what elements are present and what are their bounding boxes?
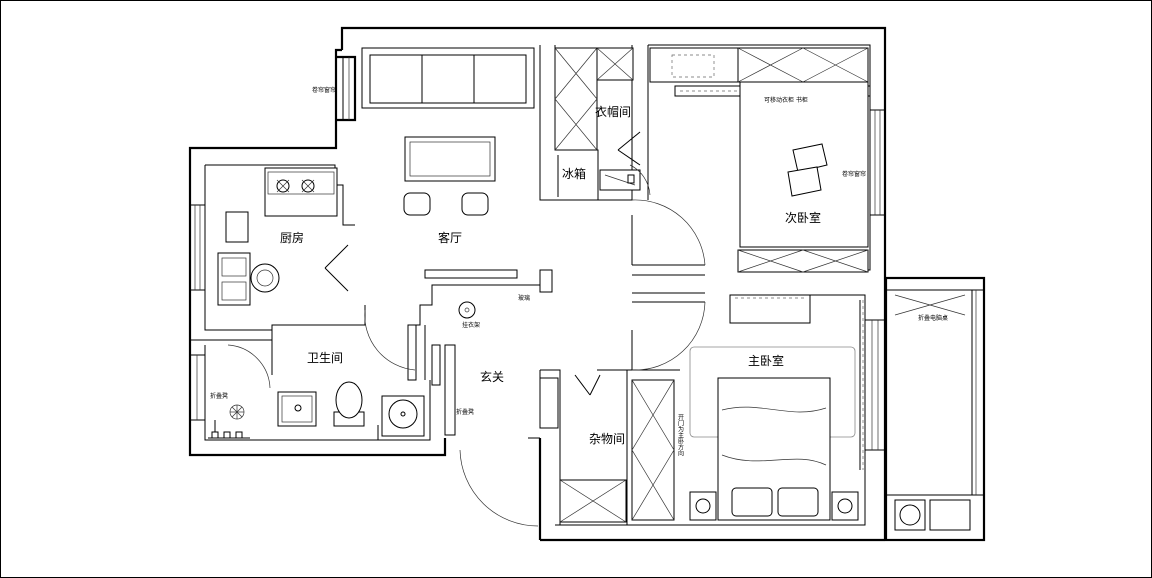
storage-furniture xyxy=(539,374,675,523)
kitchen-fixtures xyxy=(217,167,349,306)
note-folding-stool-bath: 折叠凳 xyxy=(210,392,228,400)
label-living-room: 客厅 xyxy=(438,230,462,245)
annotations: 卷帘窗帘 卷帘窗帘 可移动衣柜 书柜 玻璃 挂衣架 折叠凳 折叠凳 折叠电脑桌 … xyxy=(210,86,948,456)
note-coat-hanger: 挂衣架 xyxy=(462,321,480,329)
sofa xyxy=(361,47,535,109)
windows xyxy=(189,56,886,451)
label-bathroom: 卫生间 xyxy=(307,351,343,365)
master-bedroom-furniture xyxy=(689,294,864,521)
note-folding-stool-entry: 折叠凳 xyxy=(456,408,474,416)
label-cloakroom: 衣帽间 xyxy=(595,104,631,119)
label-storage: 杂物间 xyxy=(589,432,625,446)
balcony-fixtures xyxy=(894,294,971,531)
entrance-fixtures xyxy=(407,269,553,436)
bathroom-fixtures xyxy=(208,381,425,439)
label-entrance: 玄关 xyxy=(480,369,504,384)
room-labels: 客厅 厨房 卫生间 玄关 衣帽间 冰箱 次卧室 主卧室 杂物间 xyxy=(280,104,821,446)
label-kitchen: 厨房 xyxy=(280,230,304,245)
label-fridge: 冰箱 xyxy=(562,166,586,181)
note-wardrobe-desk: 可移动衣柜 书柜 xyxy=(764,96,808,104)
second-bedroom-furniture xyxy=(649,47,871,273)
note-curtain-right: 卷帘窗帘 xyxy=(842,170,866,178)
note-glass: 玻璃 xyxy=(518,294,530,302)
note-curtain-left: 卷帘窗帘 xyxy=(312,86,336,94)
label-master-bedroom: 主卧室 xyxy=(748,353,784,368)
note-folding-table: 折叠电脑桌 xyxy=(918,314,948,322)
outer-walls xyxy=(188,26,986,542)
note-door-direction: 开门为主卧方向 xyxy=(677,414,684,456)
stools xyxy=(403,192,489,216)
coffee-table xyxy=(404,136,496,182)
label-second-bedroom: 次卧室 xyxy=(785,210,821,225)
door-swings xyxy=(227,164,706,527)
cloakroom-wardrobe xyxy=(554,47,641,197)
